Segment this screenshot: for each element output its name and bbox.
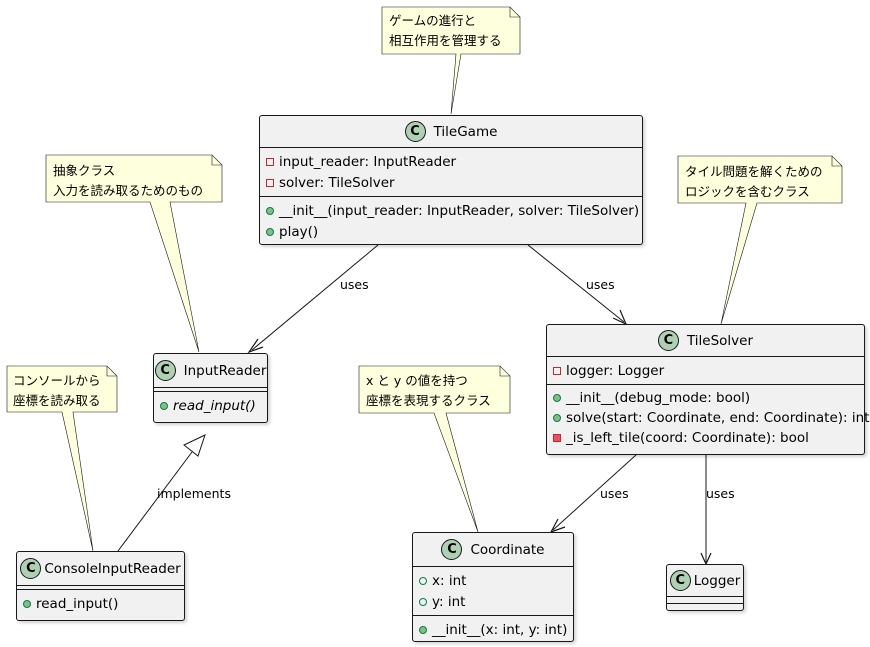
note-consoleinputreader: [6, 365, 118, 552]
class-inputreader[interactable]: C InputReader read_input(): [153, 353, 268, 423]
class-c-icon: C: [669, 570, 691, 591]
class-c-icon: C: [441, 539, 463, 560]
class-header: C TileGame: [260, 116, 642, 148]
class-header: C Coordinate: [413, 533, 573, 567]
class-name: InputReader: [183, 362, 267, 379]
note-tilegame: [381, 6, 521, 115]
methods-section: __init__(debug_mode: bool) solve(start: …: [547, 385, 869, 451]
attributes-section: [154, 388, 267, 392]
public-field-icon: [419, 576, 427, 585]
class-name: ConsoleInputReader: [44, 560, 181, 577]
private-icon: [553, 366, 561, 375]
public-field-icon: [419, 597, 427, 606]
private-icon: [266, 178, 274, 187]
methods-section: __init__(input_reader: InputReader, solv…: [260, 197, 642, 245]
method-row: solve(start: Coordinate, end: Coordinate…: [547, 408, 869, 428]
methods-section: [667, 604, 743, 610]
note-tilesolver: [677, 155, 843, 325]
attributes-section: [667, 597, 743, 604]
class-header: C Logger: [667, 565, 743, 597]
public-icon: [553, 414, 561, 422]
public-icon: [553, 394, 561, 402]
note-coordinate-text: x と y の値を持つ座標を表現するクラス: [366, 373, 491, 408]
attributes-section: [17, 586, 184, 590]
attributes-section: logger: Logger: [547, 357, 864, 385]
class-tilegame[interactable]: C TileGame input_reader: InputReader sol…: [259, 115, 643, 245]
edge-label-tilegame-tilesolver: uses: [586, 277, 615, 292]
edge-tilegame-inputreader: [247, 244, 379, 354]
class-header: C InputReader: [154, 354, 267, 388]
method-row: _is_left_tile(coord: Coordinate): bool: [547, 428, 864, 448]
method-row: __init__(input_reader: InputReader, solv…: [260, 200, 642, 221]
edge-console-inputreader: [117, 434, 206, 552]
class-name: TileGame: [433, 123, 498, 140]
methods-section: __init__(x: int, y: int): [413, 616, 573, 643]
method-row: read_input(): [154, 395, 267, 416]
class-consoleinputreader[interactable]: C ConsoleInputReader read_input(): [16, 551, 185, 621]
edge-label-tilesolver-coordinate: uses: [600, 486, 629, 501]
class-header: C ConsoleInputReader: [17, 552, 184, 586]
edge-label-console-inputreader: implements: [157, 486, 231, 501]
class-logger[interactable]: C Logger: [666, 564, 744, 611]
class-name: Logger: [693, 572, 741, 589]
method-row: __init__(x: int, y: int): [413, 619, 573, 640]
class-header: C TileSolver: [547, 325, 864, 357]
public-icon: [266, 227, 274, 236]
attributes-section: input_reader: InputReader solver: TileSo…: [260, 148, 642, 197]
class-c-icon: C: [154, 360, 176, 381]
public-icon: [160, 401, 168, 410]
note-inputreader: [45, 154, 223, 353]
method-row: __init__(debug_mode: bool): [547, 388, 864, 408]
method-row: read_input(): [17, 593, 184, 614]
public-icon: [419, 625, 427, 634]
class-tilesolver[interactable]: C TileSolver logger: Logger __init__(deb…: [546, 324, 869, 455]
attribute-row: y: int: [413, 591, 573, 612]
private-icon: [266, 157, 274, 166]
class-name: Coordinate: [470, 541, 545, 558]
public-icon: [23, 599, 31, 608]
edge-tilesolver-logger: [700, 455, 712, 566]
class-name: TileSolver: [686, 332, 754, 349]
note-coordinate: [358, 365, 511, 533]
note-inputreader-text: 抽象クラス入力を読み取るためのもの: [53, 163, 204, 198]
attribute-row: x: int: [413, 570, 573, 591]
class-coordinate[interactable]: C Coordinate x: int y: int __init__(x: i…: [412, 532, 574, 642]
attributes-section: x: int y: int: [413, 567, 573, 616]
private-method-icon: [553, 434, 561, 442]
note-consoleinputreader-text: コンソールから座標を読み取る: [13, 373, 101, 408]
class-c-icon: C: [404, 121, 426, 142]
class-c-icon: C: [20, 558, 42, 579]
note-tilesolver-text: タイル問題を解くためのロジックを含むクラス: [685, 164, 823, 199]
edge-label-tilesolver-logger: uses: [706, 486, 735, 501]
public-icon: [266, 206, 274, 215]
attribute-row: solver: TileSolver: [260, 172, 642, 193]
methods-section: read_input(): [154, 392, 267, 419]
note-tilegame-text: ゲームの進行と相互作用を管理する: [389, 13, 502, 48]
method-row: play(): [260, 221, 642, 242]
class-c-icon: C: [657, 330, 679, 351]
attribute-row: logger: Logger: [547, 360, 864, 381]
methods-section: read_input(): [17, 590, 184, 617]
attribute-row: input_reader: InputReader: [260, 151, 642, 172]
edge-label-tilegame-inputreader: uses: [340, 277, 369, 292]
